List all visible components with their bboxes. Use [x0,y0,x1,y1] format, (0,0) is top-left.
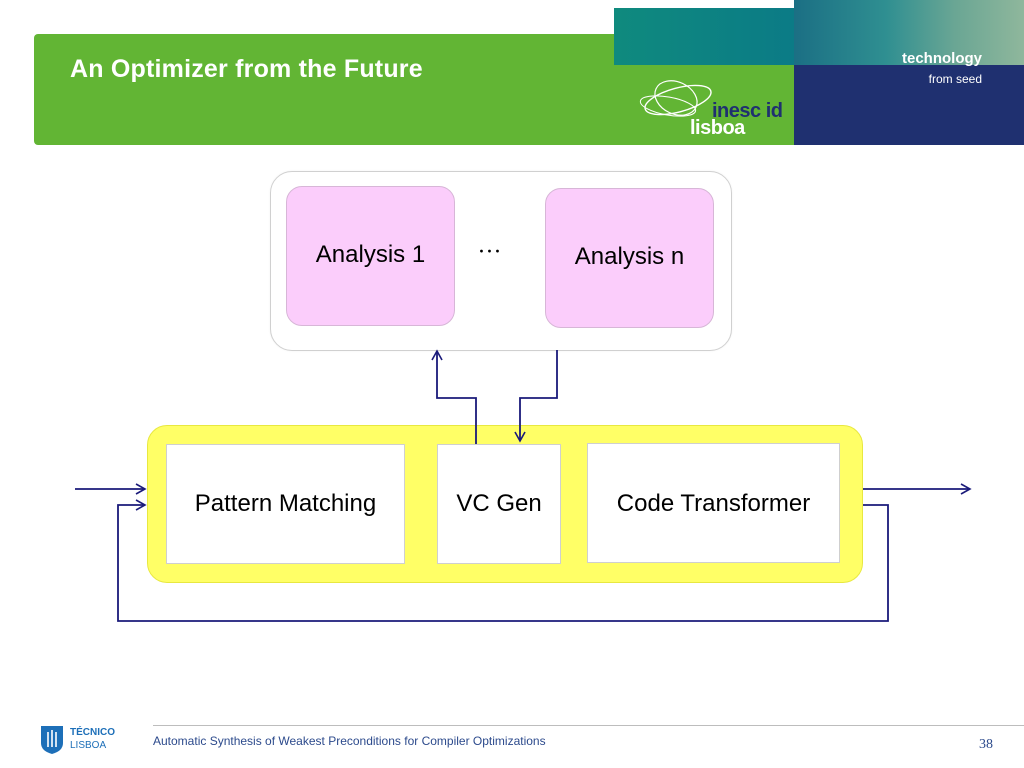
analysis-n-box: Analysis n [545,188,714,328]
tagline-main: technology [901,50,982,67]
pattern-matching-box: Pattern Matching [166,444,405,564]
logo-text-lisboa: lisboa [690,117,745,139]
analysis-n-label: Analysis n [574,243,685,270]
page-number: 38 [979,737,993,752]
inesc-id-logo-icon [639,80,712,117]
code-transformer-box: Code Transformer [587,443,840,563]
teal-strip [614,8,794,65]
vc-gen-label: VC Gen [456,490,542,517]
seed-photo [794,0,1024,65]
institution-name-line-1: TÉCNICO [70,727,115,738]
code-transformer-label: Code Transformer [616,490,811,517]
analysis-ellipsis: ··· [478,240,502,265]
analysis-1-box: Analysis 1 [286,186,455,326]
tecnico-shield-icon [41,726,63,754]
tagline-sub: from seed [928,72,982,86]
footer-title: Automatic Synthesis of Weakest Precondit… [153,734,546,748]
institution-name-line-2: LISBOA [70,740,107,751]
vc-gen-box: VC Gen [437,444,561,564]
pattern-matching-label: Pattern Matching [194,490,377,517]
footer-divider [153,725,1024,726]
logo-text-inesc: inesc id [712,100,783,122]
analysis-1-label: Analysis 1 [315,241,426,268]
slide-title: An Optimizer from the Future [70,55,423,83]
